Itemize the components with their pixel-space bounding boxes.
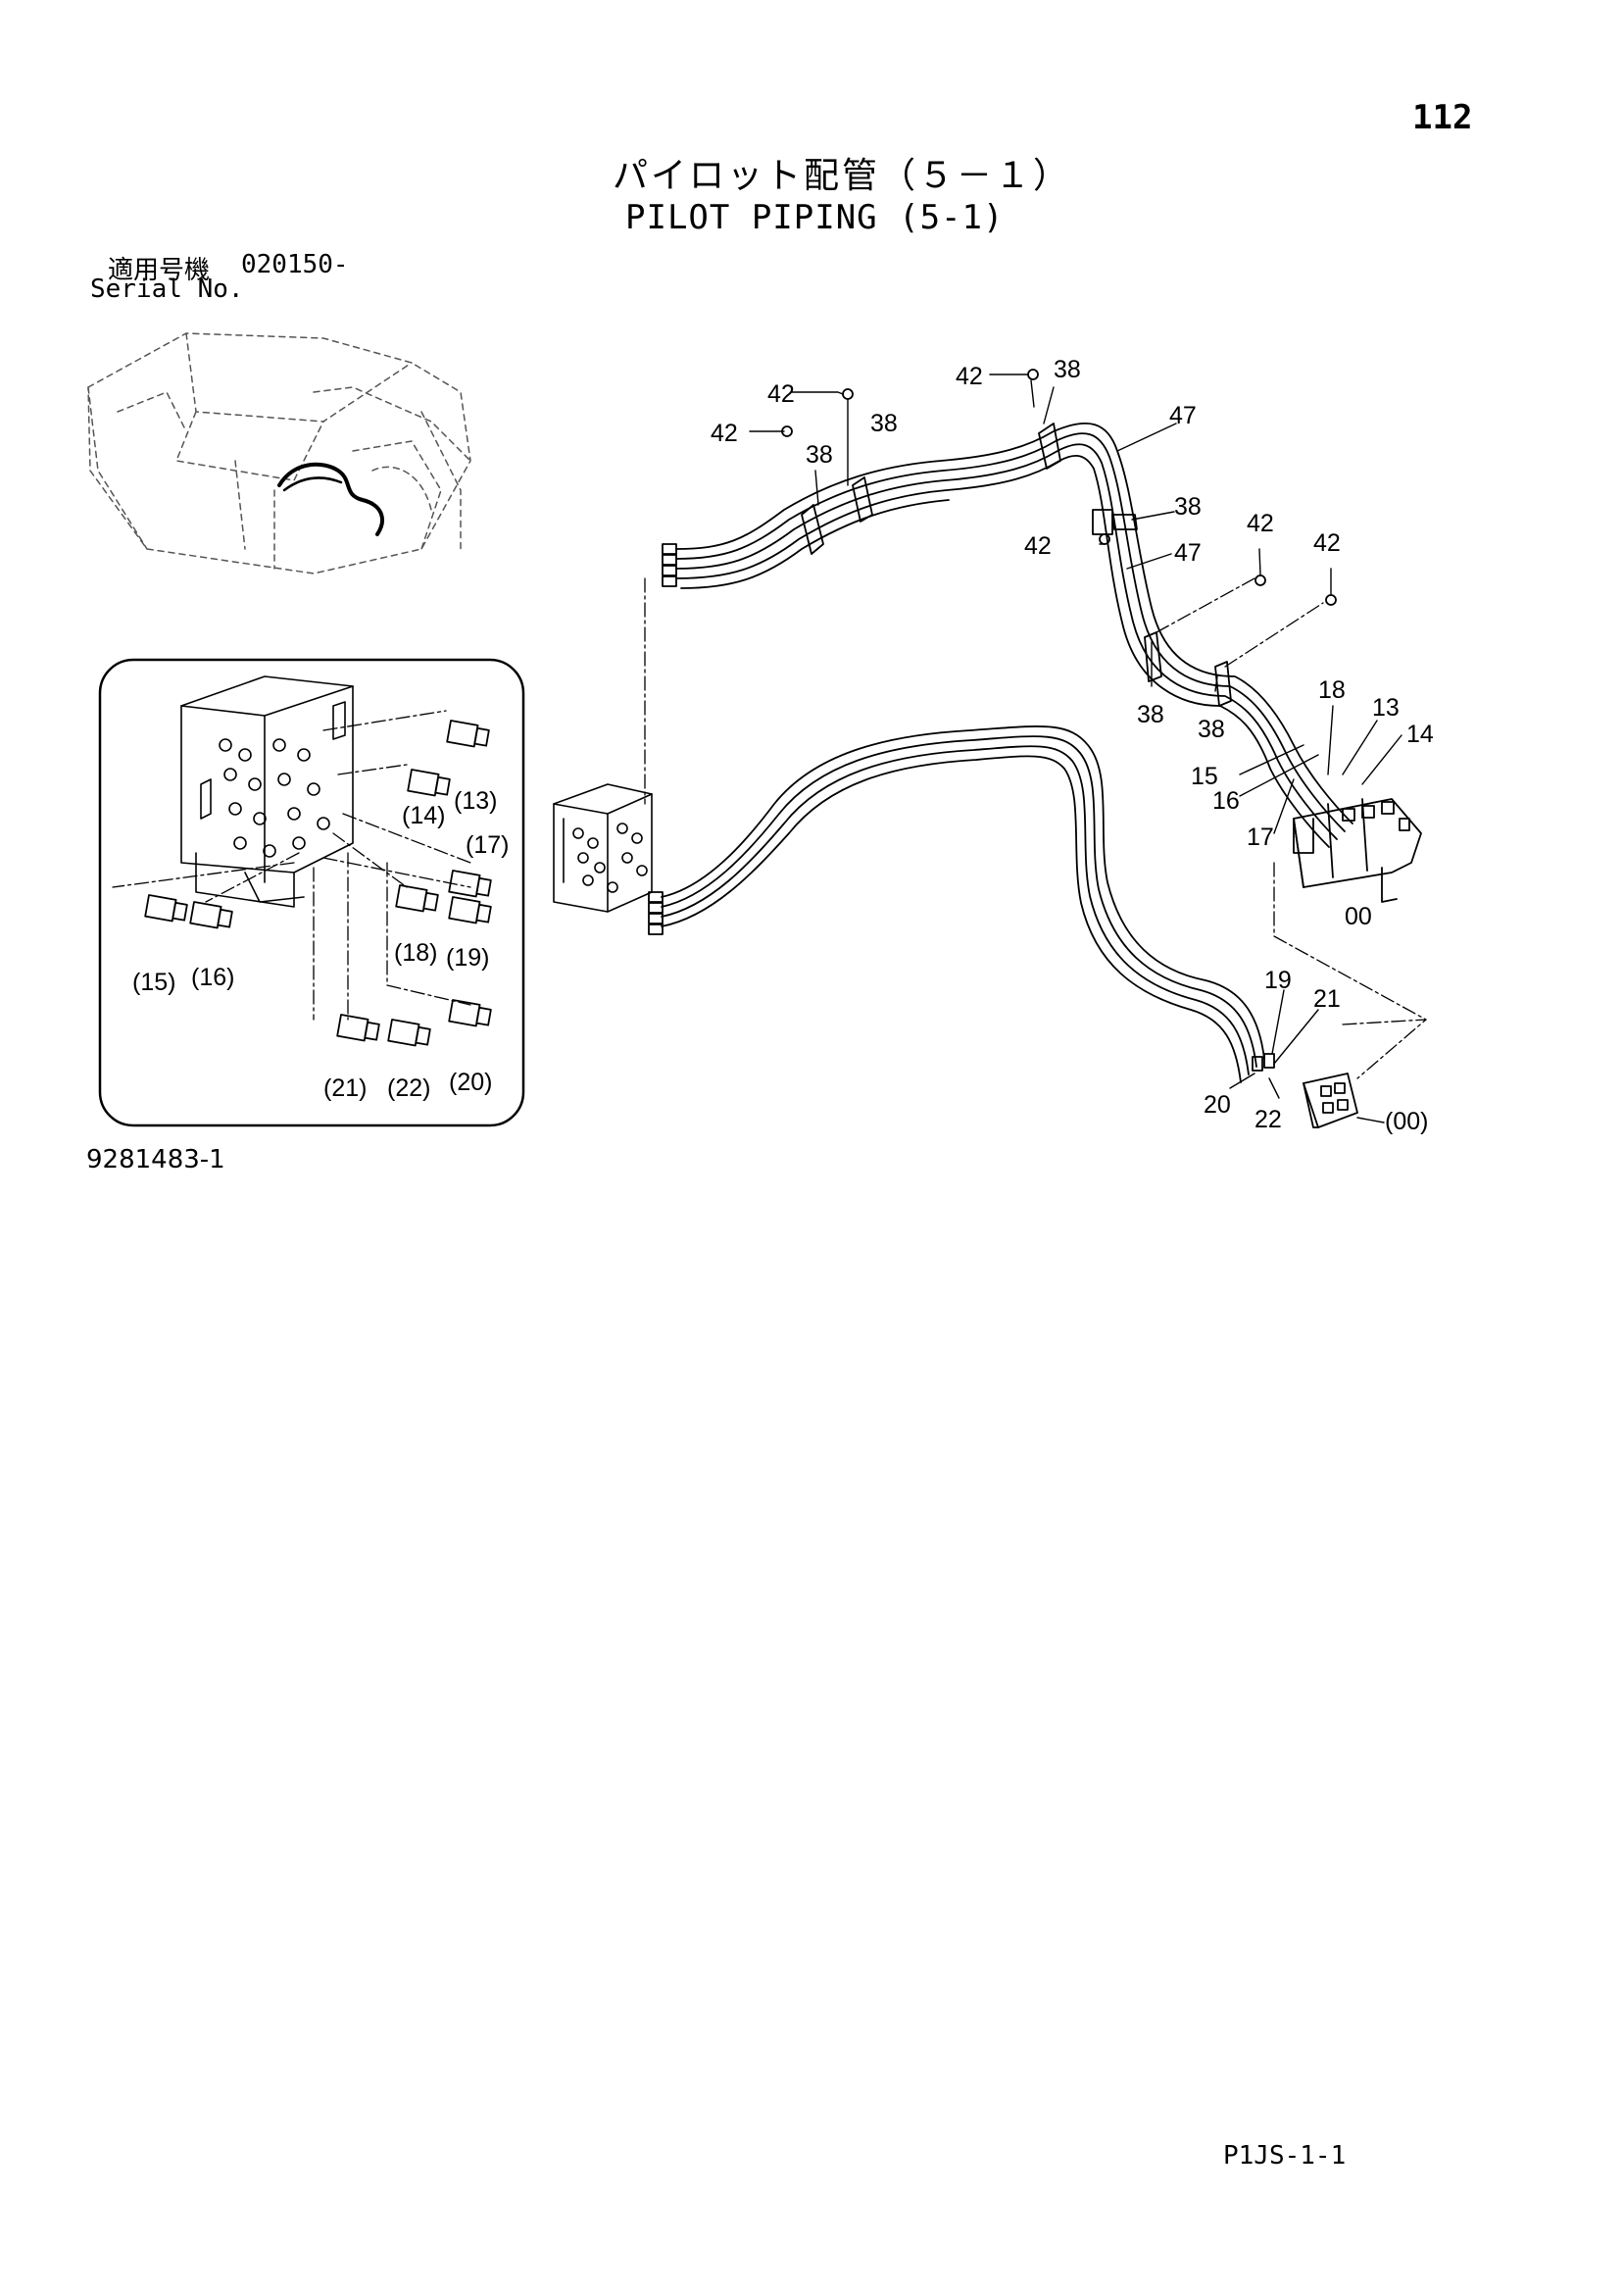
machine-overview-sketch — [87, 332, 471, 574]
callout-label: 42 — [767, 380, 795, 408]
callout-label: 38 — [1174, 493, 1202, 521]
inset-callout-label: (17) — [466, 831, 509, 859]
page-number: 112 — [1412, 98, 1473, 137]
page-code: P1JS-1-1 — [1223, 2141, 1347, 2171]
callout-label: 42 — [1313, 529, 1341, 557]
callout-label: 15 — [1191, 763, 1218, 790]
callout-label: 18 — [1318, 676, 1346, 704]
inset-callout-label: (19) — [446, 944, 489, 972]
callout-label: 13 — [1372, 694, 1400, 722]
inset-fittings — [144, 720, 492, 1047]
callout-label: 38 — [1137, 701, 1164, 728]
inset-callout-label: (22) — [387, 1074, 430, 1102]
callout-label: 14 — [1406, 721, 1434, 748]
callout-label: 47 — [1169, 402, 1197, 429]
callout-label: 38 — [870, 410, 898, 437]
callout-label: (00) — [1385, 1108, 1428, 1135]
callout-label: 38 — [806, 441, 833, 469]
pilot-manifold-bracket — [1293, 798, 1422, 903]
callout-label: 42 — [1024, 532, 1052, 560]
inset-callout-label: (16) — [191, 964, 234, 991]
callout-label: 42 — [956, 363, 983, 390]
serial-label-japanese: 適用号機 — [108, 256, 211, 285]
page-title-japanese: パイロット配管（５－１） — [613, 156, 1072, 196]
inset-callout-label: (13) — [454, 787, 497, 815]
callout-label: 38 — [1054, 356, 1081, 383]
callout-label: 38 — [1198, 716, 1225, 743]
callout-label: 20 — [1204, 1091, 1231, 1119]
overview-highlighted-hose — [277, 462, 384, 536]
serial-label-english: Serial No. — [90, 275, 244, 304]
inset-callout-label: (18) — [394, 939, 437, 967]
callout-leader-lines — [749, 374, 1402, 1123]
callout-label: 00 — [1345, 903, 1372, 930]
callout-label: 42 — [1247, 510, 1274, 537]
inset-leader-lines — [112, 710, 471, 1021]
callout-label: 22 — [1254, 1106, 1282, 1133]
inset-callout-label: (21) — [323, 1074, 367, 1102]
page-title-english: PILOT PIPING (5-1) — [625, 198, 1005, 237]
upper-pilot-hose-bundle — [662, 369, 1353, 848]
inset-callout-label: (14) — [402, 802, 445, 829]
callout-label: 16 — [1212, 787, 1240, 815]
callout-label: 19 — [1264, 967, 1292, 994]
inset-callout-label: (20) — [449, 1069, 492, 1096]
serial-number-value: 020150- — [241, 250, 349, 279]
callout-label: 47 — [1174, 539, 1202, 567]
control-valve-assembly — [553, 783, 653, 913]
lower-pilot-hose-bundle — [648, 725, 1275, 1083]
lower-connector-block — [1303, 1073, 1358, 1128]
callout-label: 17 — [1247, 824, 1274, 851]
inset-valve-block — [180, 675, 354, 908]
callout-label: 21 — [1313, 985, 1341, 1013]
drawing-number: 9281483-1 — [86, 1145, 225, 1174]
inset-callout-label: (15) — [132, 969, 175, 996]
callout-label: 42 — [711, 420, 738, 447]
detail-inset-frame — [98, 658, 525, 1127]
